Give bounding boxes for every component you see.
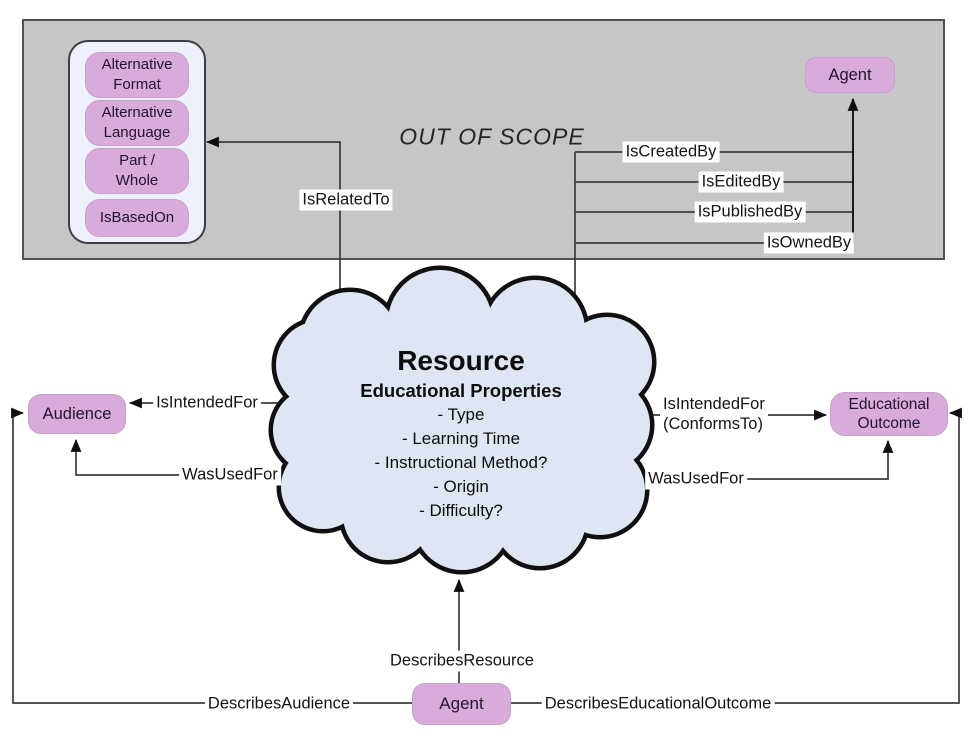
group-item-label: Alternative xyxy=(101,56,173,73)
edge-label-is-created-by: IsCreatedBy xyxy=(622,141,720,163)
cloud-property: - Origin xyxy=(433,477,489,496)
cloud-property: - Instructional Method? xyxy=(374,453,548,472)
cloud-property: - Learning Time xyxy=(401,429,521,448)
audience-node: Audience xyxy=(28,394,126,434)
educational-outcome-node: Educational Outcome xyxy=(830,392,948,436)
edge-label-describes-resource: DescribesResource xyxy=(387,650,537,672)
edge-label-is-published-by: IsPublishedBy xyxy=(694,201,806,223)
group-item-label: Alternative xyxy=(101,104,173,121)
edge-label-is-related-to: IsRelatedTo xyxy=(299,189,393,211)
educational-outcome-label: Outcome xyxy=(857,415,921,432)
edge-label-was-used-for-outcome: WasUsedFor xyxy=(645,468,747,490)
cloud-title: Resource xyxy=(397,345,525,376)
alternatives-group: Alternative Format Alternative Language … xyxy=(68,40,206,244)
edge-label-is-owned-by: IsOwnedBy xyxy=(763,232,855,254)
group-item-isbasedon: IsBasedOn xyxy=(85,199,189,237)
cloud-subtitle: Educational Properties xyxy=(360,380,562,401)
resource-cloud-text: Resource Educational Properties - Type -… xyxy=(296,344,626,523)
group-item-label: Format xyxy=(113,76,161,93)
group-item-part-whole: Part / Whole xyxy=(85,148,189,194)
educational-outcome-label: Educational xyxy=(848,396,930,413)
group-item-label: Part / xyxy=(119,152,155,169)
cloud-property: - Difficulty? xyxy=(419,501,503,520)
group-item-label: IsBasedOn xyxy=(99,209,175,226)
edge-label-describes-audience: DescribesAudience xyxy=(204,693,354,715)
edge-label-is-intended-for-audience: IsIntendedFor xyxy=(153,392,261,414)
agent-bottom-node: Agent xyxy=(412,683,511,725)
group-item-alternative-language: Alternative Language xyxy=(85,100,189,146)
group-item-alternative-format: Alternative Format xyxy=(85,52,189,98)
group-item-label: Whole xyxy=(115,172,159,189)
out-of-scope-title: OUT OF SCOPE xyxy=(399,123,585,150)
group-item-label: Language xyxy=(103,124,171,141)
edge-label-was-used-for-audience: WasUsedFor xyxy=(179,464,281,486)
edge-label-line: IsIntendedFor xyxy=(663,395,765,413)
edge-label-is-edited-by: IsEditedBy xyxy=(698,171,784,193)
edge-label-line: (ConformsTo) xyxy=(663,415,763,433)
edge-label-is-intended-for-outcome: IsIntendedFor (ConformsTo) xyxy=(660,393,768,435)
edge-label-describes-educational-outcome: DescribesEducationalOutcome xyxy=(541,693,775,715)
agent-top-node: Agent xyxy=(805,57,895,93)
cloud-property: - Type xyxy=(437,405,485,424)
